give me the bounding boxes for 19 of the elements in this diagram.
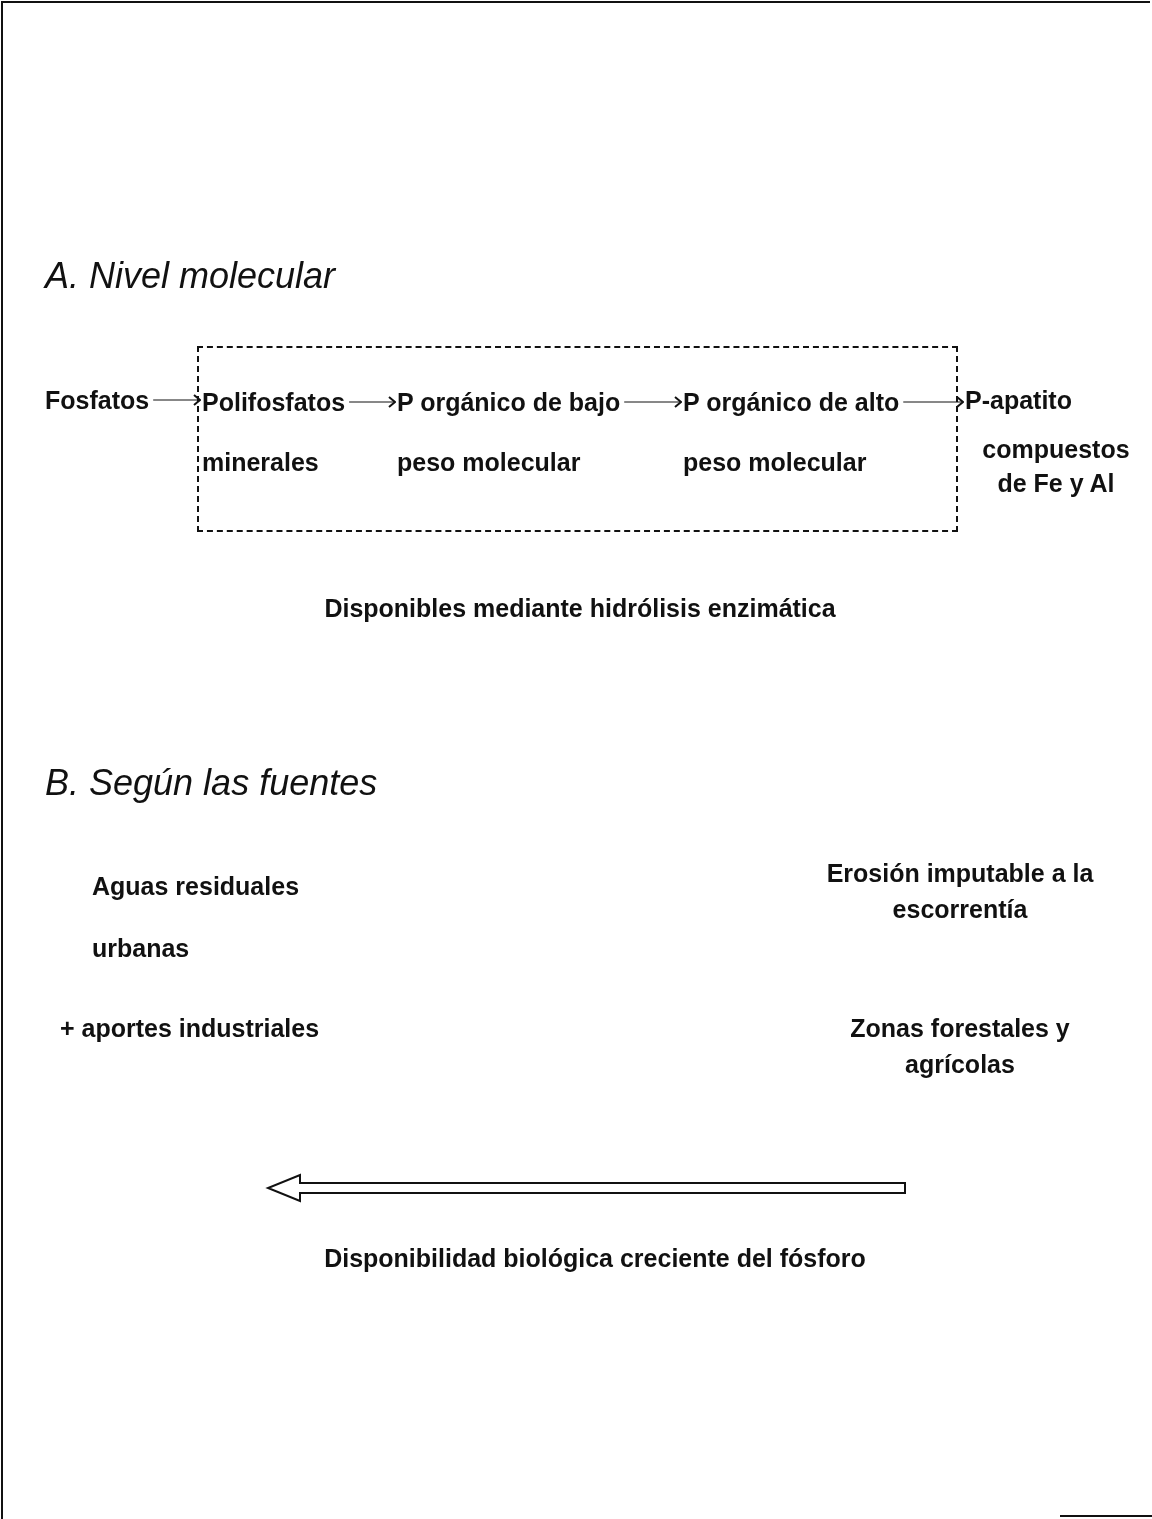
source-text: Erosión imputable a la escorrentía — [825, 858, 1095, 925]
term-text: P orgánico de alto peso molecular — [683, 372, 945, 492]
section-heading: B. Según las fuentes — [45, 762, 379, 804]
source-text: Zonas forestales y agrícolas — [849, 1013, 1071, 1080]
source-text: Aguas residuales urbanas — [92, 871, 301, 964]
term-text: Fosfatos — [45, 370, 160, 430]
axis-caption: Disponibilidad biológica creciente del fósforo — [323, 1243, 867, 1274]
source-text: + aportes industriales — [60, 1013, 321, 1044]
arrow — [152, 394, 201, 406]
term-text: Polifosfatos minerales — [202, 372, 362, 492]
arrow — [348, 396, 396, 408]
section-heading: A. Nivel molecular — [45, 255, 337, 297]
arrow — [902, 396, 964, 408]
caption-text: Disponibles mediante hidrólisis enzimática — [323, 593, 837, 624]
term-text: P orgánico de bajo peso molecular — [397, 372, 652, 492]
arrow — [623, 396, 682, 408]
term-text: compuestos de Fe y Al — [981, 434, 1131, 499]
dashed-group-box — [197, 346, 958, 532]
term-text: P-apatito — [965, 385, 1073, 416]
